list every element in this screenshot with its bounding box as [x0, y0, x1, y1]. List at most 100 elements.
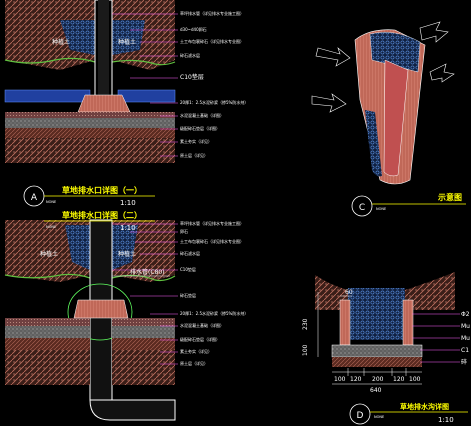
- soil-label-left: 种植土: [52, 38, 70, 46]
- panel-b-leaders: [112, 223, 178, 365]
- grass-line-right: [111, 59, 176, 66]
- callout-b-9: 级配碎石垫层（详图）: [180, 336, 220, 342]
- callout-a-7: 水泥混凝土基础（详图）: [180, 112, 224, 118]
- panel-d-marker-circle: [349, 403, 371, 425]
- iso-gravel-side: [365, 110, 382, 177]
- grass-line-left: [4, 57, 96, 64]
- d-bottom-dim-1: 100: [334, 376, 346, 383]
- d-right-label-3: Mu: [461, 335, 470, 342]
- iso-flow-arrows: [311, 21, 455, 113]
- d-top-dim: 60: [345, 289, 353, 296]
- callout-b-6: 碎石垫层: [180, 292, 196, 298]
- b-compacted-soil-right: [112, 350, 175, 385]
- compacted-soil: [5, 138, 175, 163]
- d-left-dim-2: 100: [302, 344, 309, 356]
- callout-b-5: C10垫层: [180, 266, 196, 272]
- planting-soil-left: [5, 0, 95, 70]
- callout-b-10: 素土夯实（详见）: [180, 348, 212, 354]
- d-bottom-dim-3: 200: [372, 376, 384, 383]
- b-compacted-soil: [5, 350, 90, 385]
- d-soil-right: [405, 272, 455, 310]
- callout-a-1: 草坪排水管（详见排水专业施工图）: [180, 10, 244, 16]
- panel-b-scale: 1:10: [120, 224, 136, 232]
- gravel-fill-right: [112, 20, 145, 55]
- concrete-base: [5, 118, 175, 128]
- d-right-label-5: 碎: [461, 358, 467, 366]
- panel-a-leaders: [112, 13, 178, 157]
- panel-c-title: 示意图: [437, 192, 462, 202]
- b-gravel-right: [112, 225, 138, 270]
- d-bedding: [332, 357, 422, 367]
- b-mortar-layer-right: [112, 318, 175, 326]
- panel-c-isometric: C 示意图 NONE: [311, 21, 466, 217]
- callout-a-4: 碎石滤水层: [180, 52, 200, 58]
- callout-a-6: 20厚1：2.5水泥砂浆（掺5%防水剂）: [180, 99, 248, 105]
- pipe-base: [77, 94, 131, 113]
- panel-c-marker: C: [359, 203, 365, 213]
- d-bottom-dim-5: 100: [409, 376, 421, 383]
- b-concrete: [5, 326, 90, 338]
- b-gravel-bed-right: [112, 338, 175, 350]
- b-pipe-flange: [73, 299, 129, 319]
- panel-d-detail: 60 230 100 100 120 200 120 100 640 Φ2 Mu…: [302, 272, 470, 425]
- panel-b-callouts: 草坪排水管（详见排水专业施工图） 卵石 土工布包裹碎石（详见排水专业图） 碎石滤…: [180, 220, 248, 366]
- b-concrete-right: [112, 326, 175, 338]
- gravel-bedding: [5, 128, 175, 138]
- d-wall-right: [402, 299, 414, 346]
- callout-b-7: 20厚1：2.5水泥砂浆（掺5%防水剂）: [180, 310, 248, 316]
- b-pipe-label: 排水管(C80): [130, 268, 165, 276]
- callout-b-11: 原土层（详见）: [180, 360, 208, 366]
- panel-b-tag: NONE: [46, 225, 56, 229]
- b-soil-label-left: 种植土: [40, 250, 58, 258]
- panel-c-tag: NONE: [376, 207, 386, 211]
- panel-d-tag: NONE: [374, 415, 384, 419]
- panel-d-scale: 1:10: [438, 416, 454, 424]
- d-gravel-fill: [348, 288, 405, 340]
- gravel-filter-layer: [4, 89, 91, 103]
- panel-d-title: 草地排水沟详图: [400, 402, 449, 411]
- callout-b-2: 卵石: [180, 228, 188, 234]
- d-dimension-lines: [317, 292, 422, 385]
- d-right-label-4: C1: [461, 347, 469, 354]
- panel-a-title: 草地排水口详图（一）: [62, 185, 142, 195]
- b-detail-circle: [67, 283, 133, 341]
- panel-c-marker-circle: [351, 195, 373, 217]
- gravel-filter-layer-right: [117, 89, 176, 103]
- b-pipe-elbow: [89, 399, 176, 421]
- callout-b-4: 碎石滤水层: [180, 250, 200, 256]
- b-soil-label-right: 种植土: [118, 250, 136, 258]
- b-grass-right: [111, 274, 176, 282]
- callout-a-8: 级配碎石垫层（详图）: [180, 125, 220, 131]
- callout-b-1: 草坪排水管（详见排水专业施工图）: [180, 220, 244, 226]
- soil-label-right: 种植土: [118, 38, 136, 46]
- callout-a-10: 原土层（详见）: [180, 152, 208, 158]
- callout-b-3: 土工布包裹碎石（详见排水专业图）: [180, 238, 244, 244]
- planting-soil-right: [112, 0, 175, 70]
- b-gravel-left: [65, 225, 90, 270]
- panel-a-detail: 种植土 种植土 草坪排水管（详见排水专业施工图） d30~d40卵石 土工布包裹…: [4, 0, 248, 207]
- b-gravel-bed: [5, 338, 90, 350]
- drain-pipe-inner: [98, 0, 109, 98]
- iso-gravel-top: [369, 32, 421, 73]
- b-grass-left: [4, 273, 91, 279]
- panel-a-callouts: 草坪排水管（详见排水专业施工图） d30~d40卵石 土工布包裹碎石（详见排水专…: [180, 10, 248, 158]
- callout-b-8: 水泥混凝土基础（详图）: [180, 322, 224, 328]
- panel-a-tag: NONE: [46, 200, 56, 204]
- d-bottom-dim-2: 120: [350, 376, 362, 383]
- d-concrete-base: [331, 344, 423, 358]
- gravel-fill-left: [60, 20, 95, 55]
- callout-a-3: 土工布包裹碎石（详见排水专业图）: [180, 38, 244, 44]
- callout-a-9: 素土夯实（详见）: [180, 138, 212, 144]
- d-total-dim: 640: [370, 387, 382, 394]
- d-right-label-2: Mu: [461, 323, 470, 330]
- panel-b-detail: 种植土 种植土 草坪排水管（详见排水专业施工图） 卵石 土工布包裹碎石（详见排水…: [4, 210, 248, 421]
- panel-a-marker: A: [31, 193, 38, 203]
- iso-inner-pipe: [383, 59, 409, 177]
- d-right-label-1: Φ2: [461, 311, 470, 318]
- panel-d-leaders: [412, 313, 460, 363]
- d-bottom-dim-4: 120: [393, 376, 405, 383]
- panel-b-title: 草地排水口详图（二）: [62, 210, 142, 220]
- callout-a-2: d30~d40卵石: [180, 26, 207, 32]
